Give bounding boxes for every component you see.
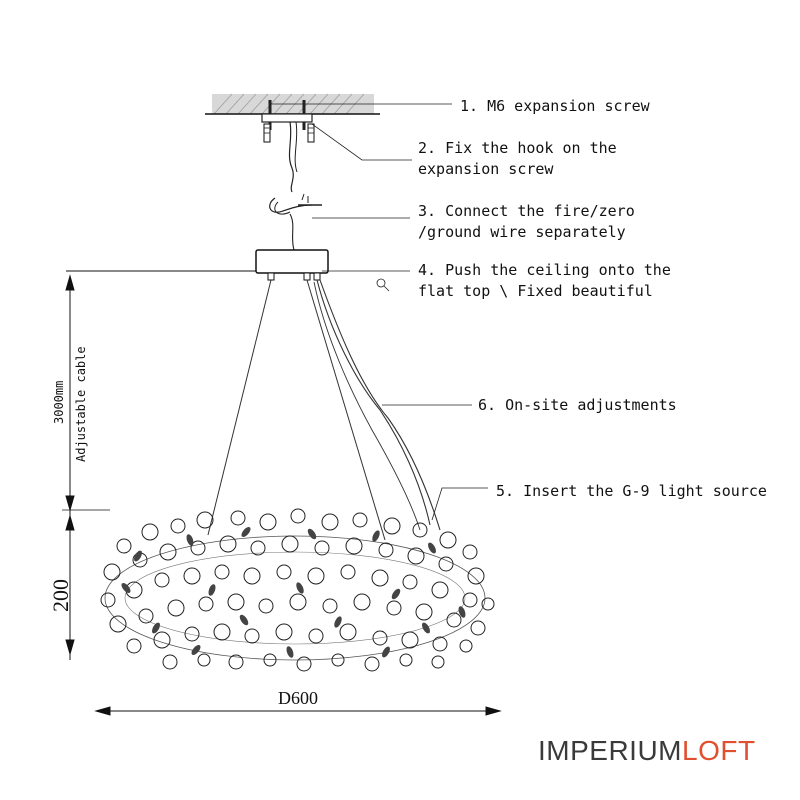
expansion-screws bbox=[261, 100, 315, 193]
callout-2-line-1: 2. Fix the hook on the bbox=[418, 139, 617, 157]
callout-6-line-1: 6. On-site adjustments bbox=[478, 396, 677, 414]
callout-5: 5. Insert the G-9 light source bbox=[496, 481, 767, 502]
cable-length-label: 3000mm bbox=[52, 380, 66, 424]
callout-2-line-2: expansion screw bbox=[418, 160, 554, 178]
callout-4-line-2: flat top \ Fixed beautiful bbox=[418, 282, 653, 300]
canopy bbox=[255, 249, 329, 281]
crystal-cluster bbox=[100, 508, 495, 672]
callout-4: 4. Push the ceiling onto the flat top \ … bbox=[418, 260, 671, 302]
adjustable-cable-label: Adjustable cable bbox=[74, 346, 88, 462]
brand-part-1: IMPERIUM bbox=[538, 735, 682, 766]
diameter-label: D600 bbox=[278, 688, 318, 708]
callout-5-line-1: 5. Insert the G-9 light source bbox=[496, 482, 767, 500]
callout-1-line-1: 1. M6 expansion screw bbox=[460, 97, 650, 115]
callout-3-line-1: 3. Connect the fire/zero bbox=[418, 202, 635, 220]
callout-3: 3. Connect the fire/zero /ground wire se… bbox=[418, 201, 635, 243]
dimension-lines bbox=[62, 270, 502, 716]
callout-1: 1. M6 expansion screw bbox=[460, 96, 650, 117]
brand-logo: IMPERIUMLOFT bbox=[538, 735, 756, 767]
wire-connection bbox=[269, 193, 322, 251]
leader-lines bbox=[270, 103, 488, 521]
callout-2: 2. Fix the hook on the expansion screw bbox=[418, 138, 617, 180]
callout-4-line-1: 4. Push the ceiling onto the bbox=[418, 261, 671, 279]
height-label: 200 bbox=[48, 579, 73, 612]
callout-6: 6. On-site adjustments bbox=[478, 395, 677, 416]
brand-part-2: LOFT bbox=[682, 735, 756, 766]
callout-3-line-2: /ground wire separately bbox=[418, 223, 626, 241]
suspension-cables bbox=[207, 279, 441, 541]
